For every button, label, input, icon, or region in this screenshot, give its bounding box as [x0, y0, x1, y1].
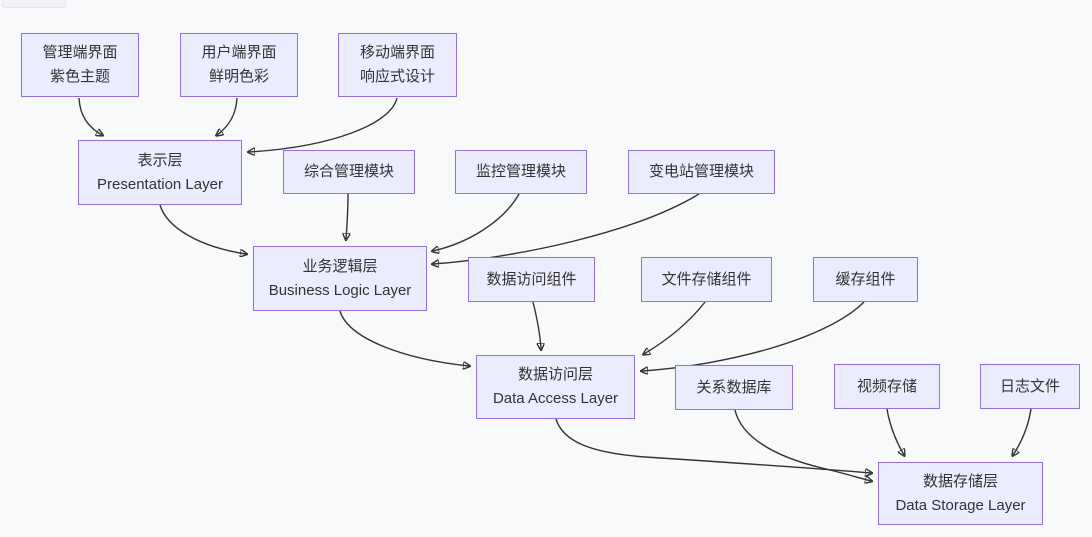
node-admin-ui: 管理端界面 紫色主题 [21, 33, 139, 97]
node-cache-component: 缓存组件 [813, 257, 918, 302]
node-data-access-layer: 数据访问层 Data Access Layer [476, 355, 635, 419]
node-mobile-ui: 移动端界面 响应式设计 [338, 33, 457, 97]
node-sublabel: Data Access Layer [492, 390, 619, 407]
edge-user-ui-to-presentation [217, 97, 238, 135]
node-label: 表示层 [137, 151, 183, 169]
node-mgmt-module: 综合管理模块 [283, 150, 415, 194]
edge-data-access-comp-to-data-access [532, 301, 541, 349]
node-monitor-module: 监控管理模块 [455, 150, 587, 194]
node-log-file: 日志文件 [980, 364, 1080, 409]
node-label: 业务逻辑层 [302, 257, 378, 275]
node-label: 变电站管理模块 [648, 163, 754, 180]
node-relational-database: 关系数据库 [675, 365, 793, 410]
edge-monitor-module-to-business [433, 193, 520, 251]
node-data-storage-layer: 数据存储层 Data Storage Layer [878, 462, 1043, 525]
node-label: 监控管理模块 [475, 163, 566, 180]
node-label: 日志文件 [999, 377, 1060, 395]
node-substation-module: 变电站管理模块 [628, 150, 775, 194]
node-file-storage-component: 文件存储组件 [641, 257, 772, 302]
cropped-top-left-control [2, 0, 66, 8]
node-sublabel: 鲜明色彩 [208, 68, 269, 85]
node-label: 用户端界面 [201, 44, 277, 61]
node-label: 缓存组件 [835, 270, 896, 288]
node-label: 数据访问组件 [486, 270, 577, 288]
node-label: 文件存储组件 [661, 270, 752, 288]
edge-mobile-ui-to-presentation [249, 97, 398, 152]
edge-log-file-to-data-storage [1013, 408, 1032, 455]
node-label: 移动端界面 [359, 44, 435, 61]
edge-presentation-to-business [159, 204, 246, 254]
edge-cache-comp-to-data-access [642, 301, 865, 371]
node-label: 关系数据库 [696, 378, 772, 396]
node-label: 综合管理模块 [303, 163, 394, 180]
node-sublabel: Business Logic Layer [268, 281, 412, 299]
node-sublabel: Data Storage Layer [895, 496, 1026, 514]
node-user-ui: 用户端界面 鲜明色彩 [180, 33, 298, 97]
node-presentation-layer: 表示层 Presentation Layer [78, 140, 242, 205]
edge-rdb-to-data-storage [734, 409, 871, 481]
node-sublabel: 响应式设计 [359, 68, 435, 85]
node-label: 数据存储层 [922, 472, 998, 490]
edge-substation-module-to-business [433, 193, 700, 264]
edge-file-storage-comp-to-data-access [644, 301, 706, 354]
node-label: 视频存储 [856, 377, 917, 395]
node-label: 数据访问层 [517, 366, 593, 383]
edge-business-to-data-access [339, 310, 469, 366]
node-sublabel: 紫色主题 [49, 68, 110, 85]
edge-data-access-to-data-storage [555, 418, 871, 473]
node-business-logic-layer: 业务逻辑层 Business Logic Layer [253, 246, 427, 311]
edge-video-storage-to-data-storage [886, 408, 904, 455]
edge-mgmt-module-to-business [346, 193, 348, 239]
node-data-access-component: 数据访问组件 [468, 257, 595, 302]
node-sublabel: Presentation Layer [97, 175, 223, 193]
node-label: 管理端界面 [42, 44, 118, 61]
node-video-storage: 视频存储 [834, 364, 940, 409]
edge-admin-ui-to-presentation [78, 97, 102, 135]
